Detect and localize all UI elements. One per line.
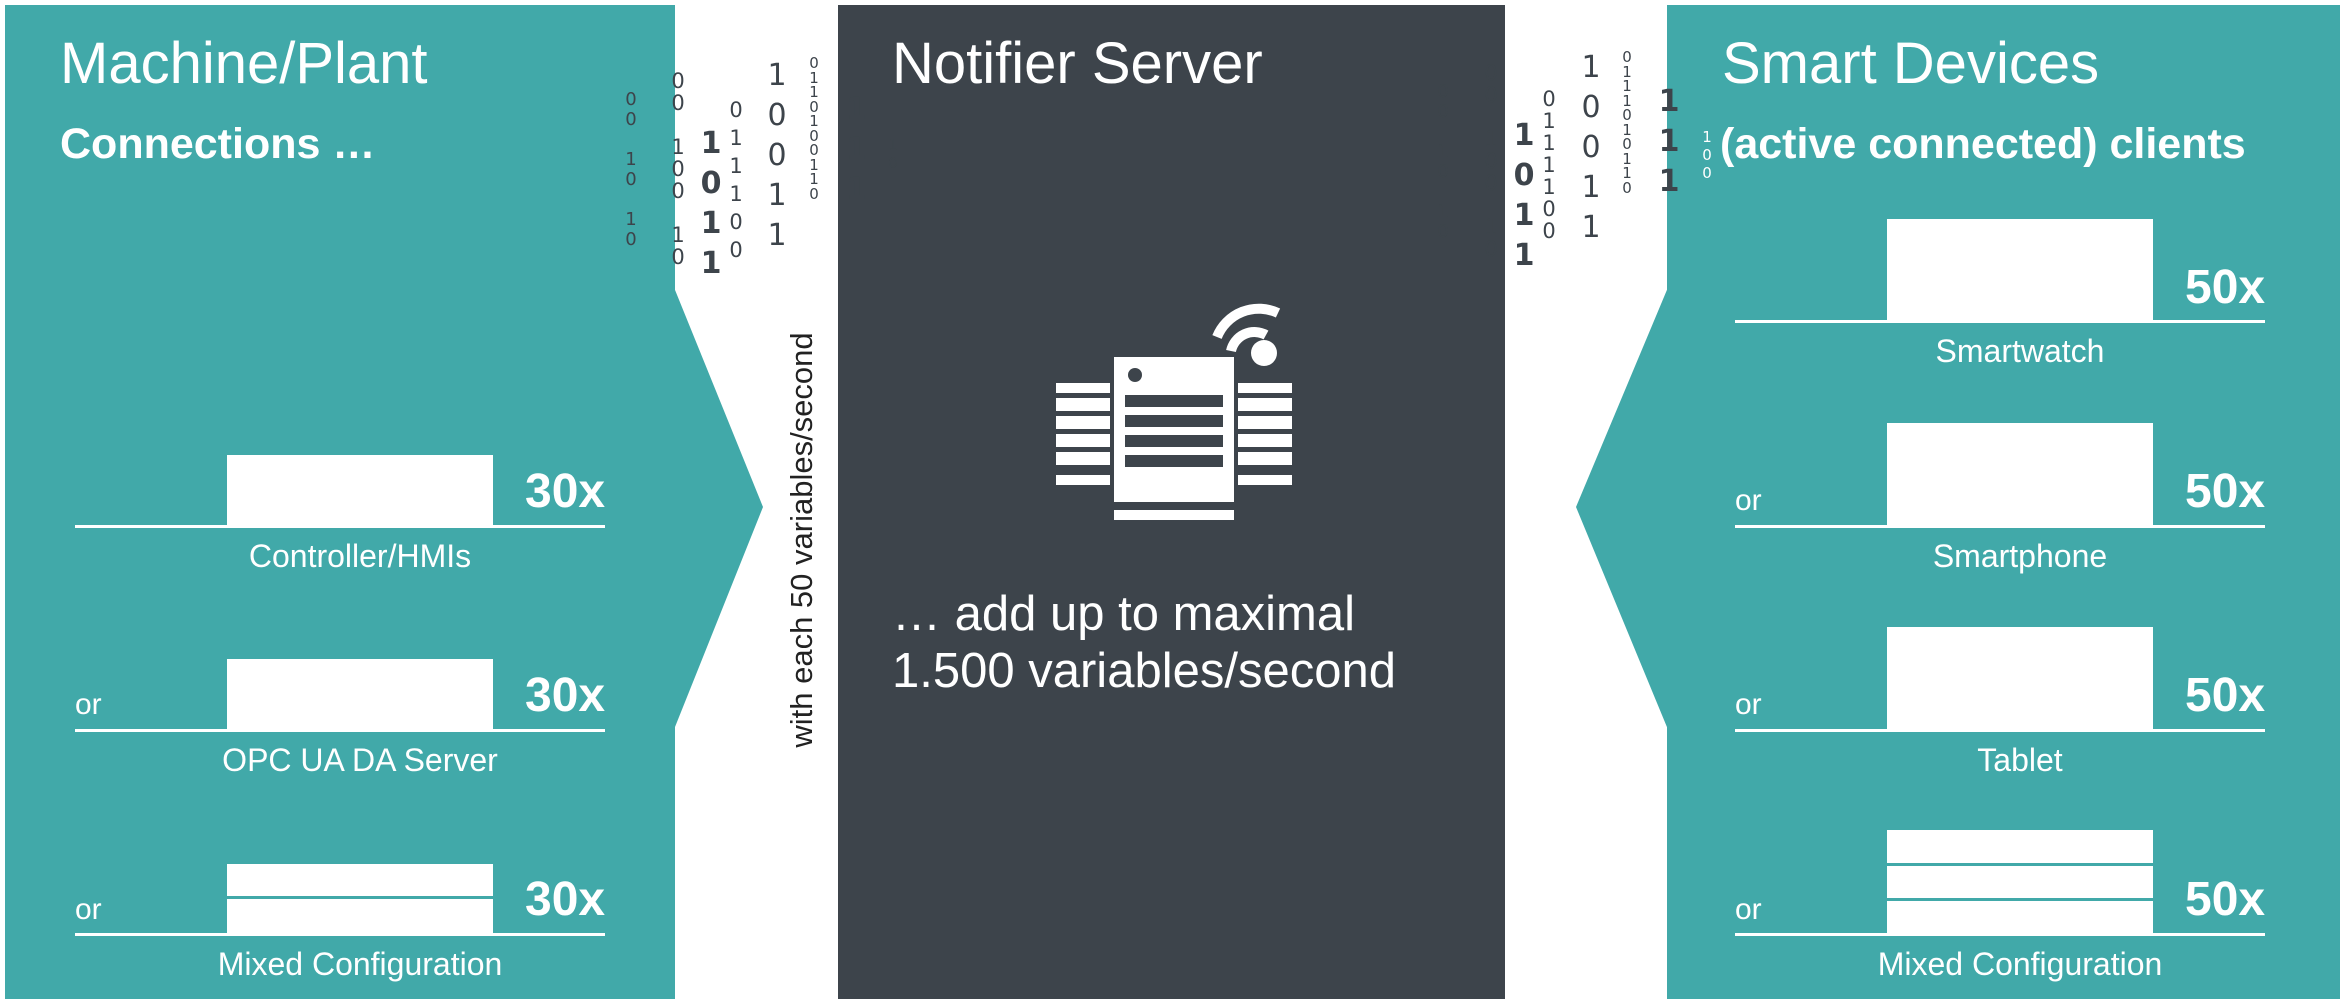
tablet-count: 50x: [2185, 669, 2266, 722]
smartwatch-count: 50x: [2185, 261, 2266, 314]
opc-ua-server-count: 30x: [525, 669, 606, 722]
controller-hmi-count: 30x: [525, 465, 606, 518]
opc-ua-server-label: OPC UA DA Server: [222, 742, 498, 778]
row-line: [75, 729, 605, 732]
smartphone-count: 50x: [2185, 465, 2266, 518]
right-arrow-point: [1576, 285, 1669, 732]
capacity-note-line2: 1.500 variables/second: [892, 644, 1396, 699]
smartphone-box: [1887, 423, 2153, 526]
smartphone-label: Smartphone: [1932, 538, 2108, 574]
opc-ua-server-box: [227, 659, 493, 730]
box-divider: [227, 896, 493, 899]
mixed-devices-label: Mixed Configuration: [1877, 946, 2163, 982]
row-line: [75, 525, 605, 528]
smartwatch-label: Smartwatch: [1935, 333, 2105, 369]
right-panel-title: Smart Devices: [1722, 31, 2100, 96]
flow-rate-label: with each 50 variables/second: [784, 332, 819, 748]
mixed-devices-box: [1887, 830, 2153, 934]
tablet-box: [1887, 627, 2153, 730]
left-panel-subtitle: Connections …: [60, 120, 376, 168]
box-divider: [1887, 863, 2153, 866]
right-panel-subtitle: (active connected) clients: [1720, 120, 2246, 168]
capacity-note: … add up to maximal 1.500 variables/seco…: [892, 586, 1396, 701]
smartwatch-box: [1887, 219, 2153, 321]
row-line: [75, 933, 605, 936]
mixed-config-label: Mixed Configuration: [217, 946, 503, 982]
or-label: or: [1735, 484, 1762, 517]
server-wifi-icon: [1056, 303, 1292, 520]
mixed-devices-count: 50x: [2185, 873, 2266, 926]
center-panel-title: Notifier Server: [892, 31, 1263, 96]
capacity-note-line1: … add up to maximal: [892, 587, 1355, 641]
or-label: or: [1735, 688, 1762, 721]
row-line: [1735, 525, 2265, 528]
left-panel-title: Machine/Plant: [60, 31, 428, 96]
or-label: or: [75, 893, 102, 926]
row-line: [1735, 933, 2265, 936]
left-arrow-point: [673, 285, 763, 732]
row-line: [1735, 320, 2265, 323]
row-line: [1735, 729, 2265, 732]
controller-hmi-box: [227, 455, 493, 526]
tablet-label: Tablet: [1977, 742, 2063, 778]
controller-hmi-label: Controller/HMIs: [248, 538, 472, 574]
or-label: or: [75, 688, 102, 721]
mixed-config-box: [227, 864, 493, 934]
box-divider: [1887, 898, 2153, 901]
mixed-config-count: 30x: [525, 873, 606, 926]
or-label: or: [1735, 893, 1762, 926]
